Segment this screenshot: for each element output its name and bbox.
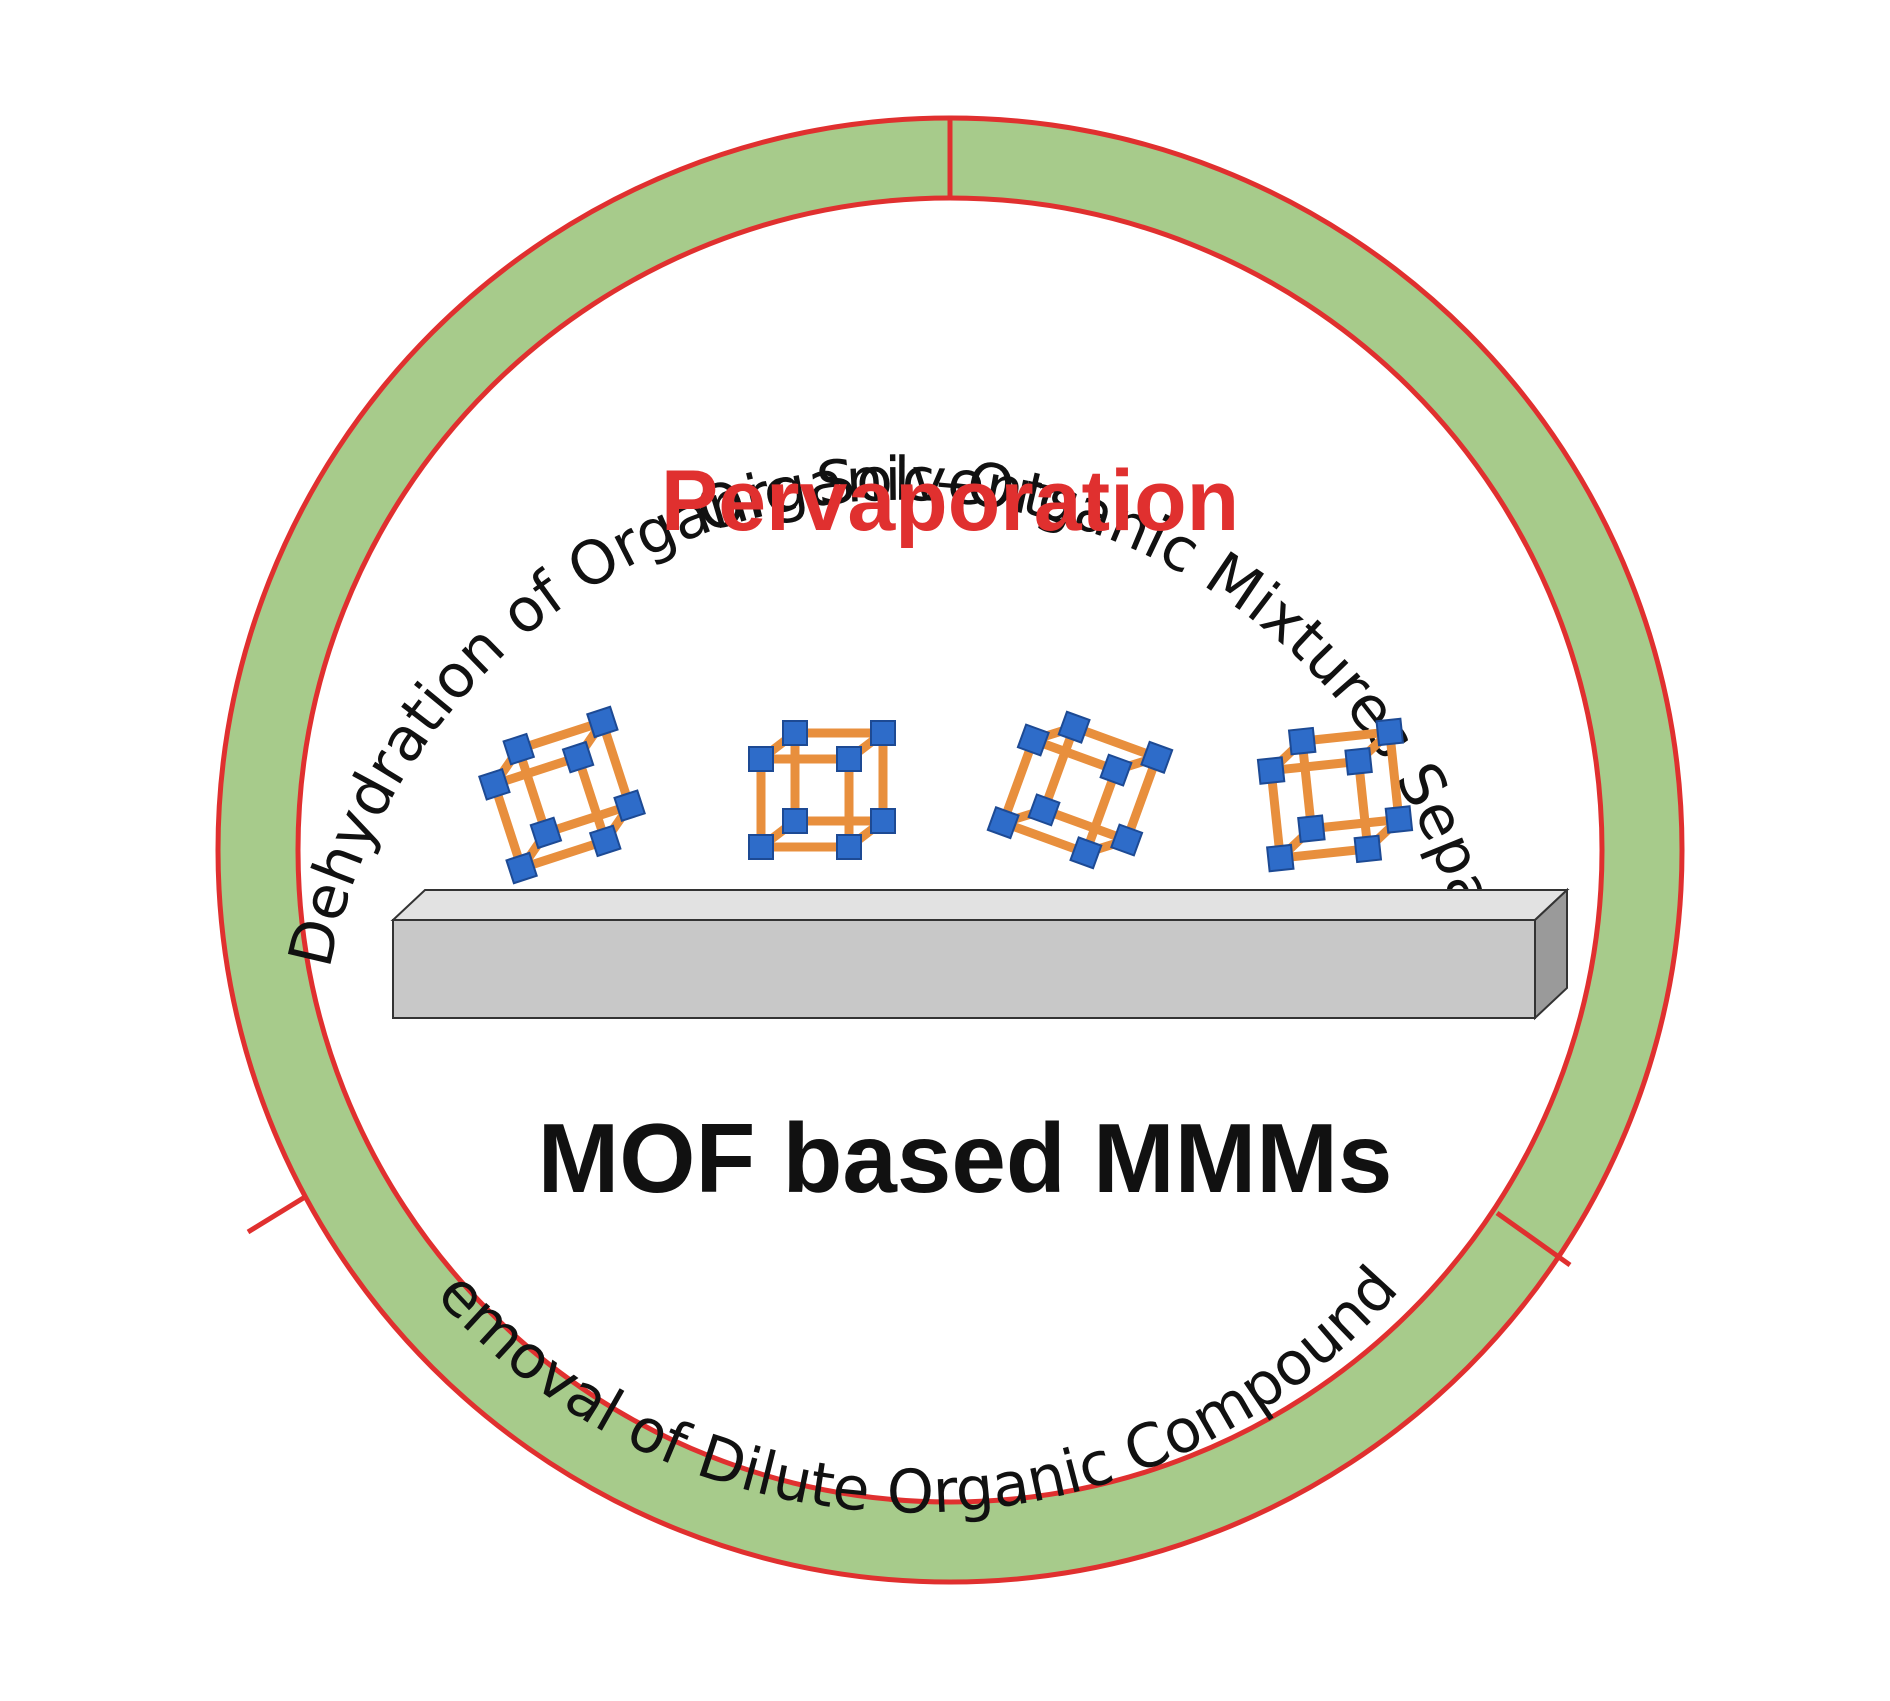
linker-bar: [573, 755, 610, 843]
metal-node: [1099, 753, 1133, 787]
mof-cube-icon: [478, 705, 646, 885]
membrane-top-face: [390, 889, 1570, 921]
linker-bar: [1385, 731, 1404, 820]
title: Pervaporation: [661, 453, 1239, 549]
metal-node: [782, 720, 808, 746]
linker-bar: [1081, 768, 1121, 855]
linker-bar: [517, 717, 604, 754]
linker-bar: [1279, 844, 1369, 863]
linker-bar: [598, 720, 634, 808]
linker-bar: [1122, 755, 1162, 842]
metal-node: [1266, 843, 1295, 873]
mof-cube-icon: [748, 720, 896, 860]
metal-node: [1287, 726, 1317, 756]
metal-node: [561, 740, 595, 774]
linker-bar: [1001, 818, 1088, 858]
ring: [215, 115, 1685, 1585]
metal-node: [478, 767, 511, 801]
metal-node: [1297, 814, 1326, 843]
linker-bar: [514, 747, 551, 835]
metal-node: [1384, 805, 1414, 834]
linker-bar: [1297, 740, 1316, 830]
linker-bar: [1354, 760, 1373, 850]
metal-node: [870, 720, 896, 746]
metal-node: [748, 746, 774, 772]
metal-node: [1057, 710, 1091, 744]
metal-node: [1375, 717, 1404, 747]
membrane-front-face: [392, 919, 1536, 1019]
mof-crystals: [478, 705, 1414, 885]
linker-bar: [493, 752, 580, 789]
metal-node: [1353, 834, 1383, 864]
linker-bar: [1266, 770, 1285, 859]
metal-node: [1140, 740, 1174, 774]
linker-bar: [520, 836, 607, 873]
metal-node: [1110, 823, 1144, 857]
metal-node: [782, 808, 808, 834]
linker-bar: [1072, 722, 1159, 762]
metal-node: [588, 824, 622, 858]
linker-bar: [1310, 814, 1400, 834]
metal-node: [586, 705, 619, 739]
linker-bar: [1042, 805, 1129, 845]
metal-node: [502, 732, 536, 766]
metal-node: [1069, 836, 1103, 870]
linker-bar: [490, 782, 526, 870]
ring-divider-left: [246, 1194, 307, 1235]
metal-node: [1027, 793, 1061, 827]
linker-bar: [998, 738, 1038, 825]
membrane: [390, 887, 1570, 1021]
metal-node: [836, 746, 862, 772]
linker-bar: [544, 801, 631, 838]
metal-node: [1344, 747, 1373, 776]
subtitle: MOF based MMMs: [538, 1103, 1393, 1213]
ring-divider-right: [1495, 1210, 1572, 1268]
metal-node: [1016, 723, 1050, 757]
metal-node: [505, 851, 538, 885]
metal-node: [1256, 756, 1286, 785]
metal-node: [529, 816, 563, 850]
metal-node: [748, 834, 774, 860]
linker-bar: [1270, 756, 1360, 776]
metal-node: [986, 806, 1020, 840]
metal-node: [613, 789, 646, 823]
mof-cube-icon: [1256, 717, 1414, 873]
mof-cube-icon: [986, 710, 1174, 870]
metal-node: [870, 808, 896, 834]
linker-bar: [1039, 725, 1079, 812]
linker-bar: [1031, 735, 1118, 775]
linker-bar: [1301, 727, 1391, 746]
metal-node: [836, 834, 862, 860]
